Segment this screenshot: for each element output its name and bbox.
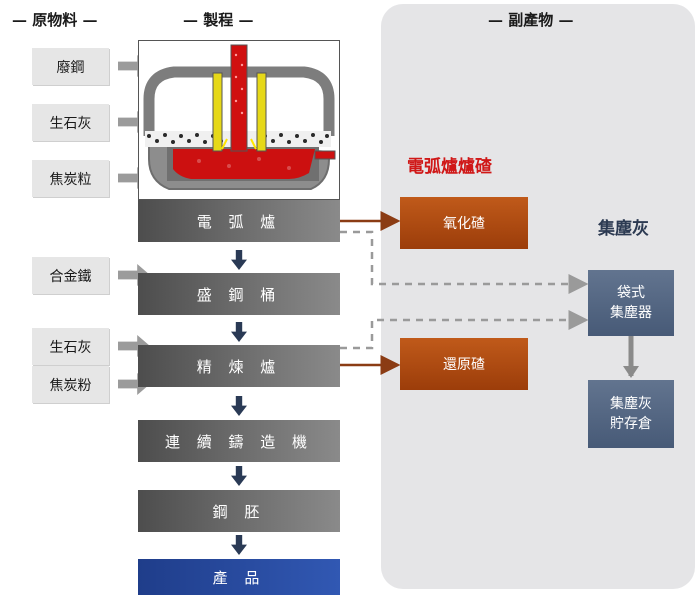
arrow-down-icon [231,250,247,270]
electric-arc-furnace-icon [138,40,340,200]
arrow-down-icon [231,322,247,342]
eaf-slag-title: 電弧爐爐碴 [407,157,492,177]
arrow-down-icon [231,535,247,555]
reduced-slag-box: 還原碴 [400,338,528,390]
process-electric-arc-furnace: 電 弧 爐 [138,200,340,242]
raw-material-scrap-steel: 廢鋼 [32,48,109,85]
process-continuous-caster: 連 續 鑄 造 機 [138,420,340,462]
header-raw-materials: — 原物料 — [12,11,98,29]
header-byproducts: — 副產物 — [488,11,574,29]
raw-material-quicklime: 生石灰 [32,104,109,141]
process-ladle: 盛 鋼 桶 [138,273,340,315]
arrow-down-icon [231,466,247,486]
dust-storage-label-line2: 貯存倉 [610,416,652,432]
baghouse-collector-box: 袋式 集塵器 [588,270,674,336]
process-refining-furnace: 精 煉 爐 [138,345,340,387]
oxidized-slag-box: 氧化碴 [400,197,528,249]
baghouse-label-line2: 集塵器 [610,305,652,321]
dust-title: 集塵灰 [598,219,649,239]
dust-storage-silo-box: 集塵灰 貯存倉 [588,380,674,448]
raw-material-ferroalloy: 合金鐵 [32,257,109,294]
raw-material-coke-powder: 焦炭粉 [32,366,109,403]
process-billet: 鋼 胚 [138,490,340,532]
arrow-down-icon [231,396,247,416]
process-product: 產 品 [138,559,340,595]
baghouse-label-line1: 袋式 [617,285,645,301]
raw-material-coke-granules: 焦炭粒 [32,160,109,197]
header-process: — 製程 — [183,11,254,29]
raw-material-quicklime-refining: 生石灰 [32,328,109,365]
dust-storage-label-line1: 集塵灰 [610,396,652,412]
